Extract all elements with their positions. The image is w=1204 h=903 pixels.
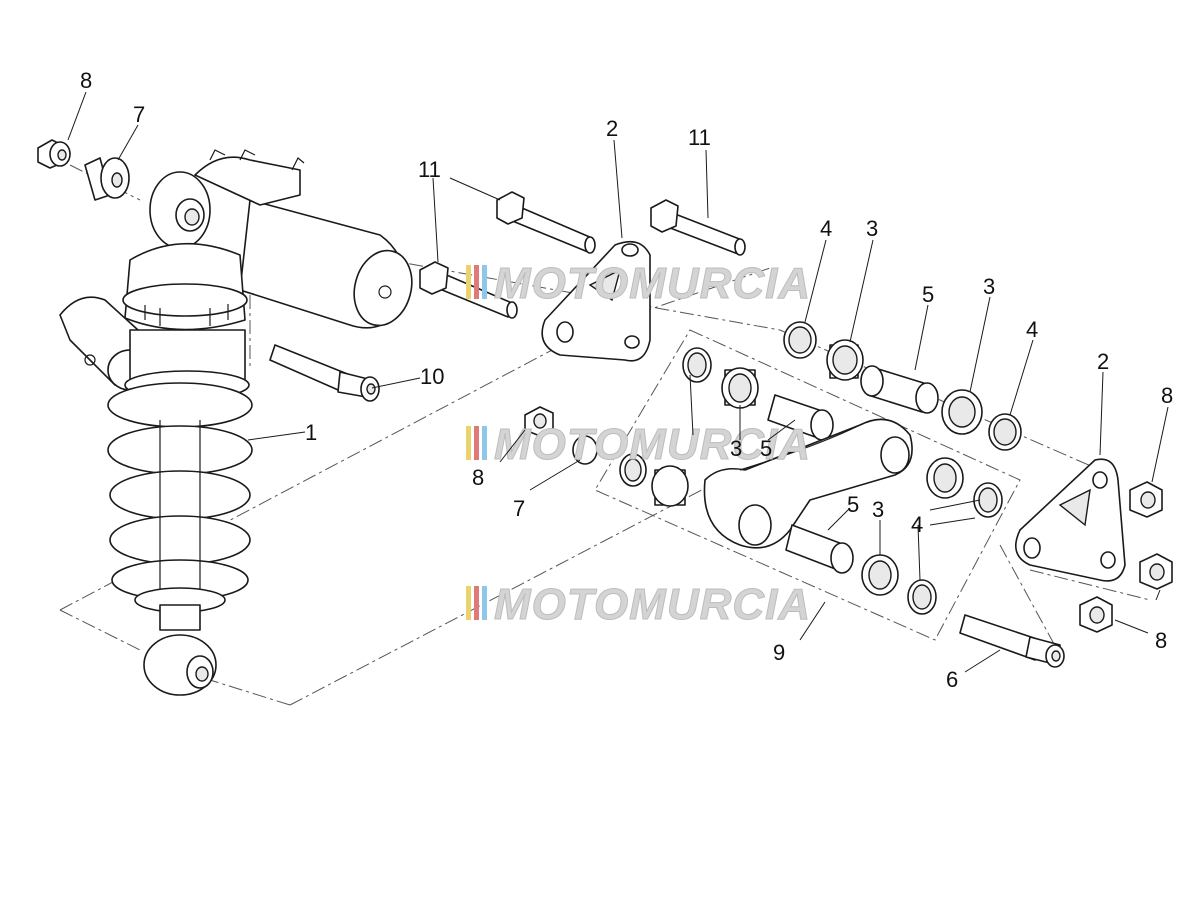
- nut-8-mid: [524, 406, 554, 437]
- watermark-stripe-blue: [482, 586, 487, 620]
- watermark-stripe-blue: [482, 426, 487, 460]
- callout-4-c: 4: [911, 512, 923, 537]
- bush-top-left: [84, 157, 130, 201]
- callout-5-c: 5: [847, 492, 859, 517]
- callout-2-top: 2: [606, 116, 618, 141]
- callout-10: 10: [420, 364, 444, 389]
- callout-11-left: 11: [418, 157, 441, 182]
- seal-ring-4-b: [988, 413, 1022, 451]
- callout-4-a: 4: [820, 216, 832, 241]
- watermark-text: MOTOMURCIA: [494, 580, 811, 629]
- shock-absorber: [59, 149, 413, 696]
- watermark-stripe-yellow: [466, 265, 471, 299]
- bolt-11-right: [650, 199, 746, 256]
- plate-2-top: [541, 240, 651, 362]
- watermark-top: MOTOMURCIA: [466, 259, 811, 309]
- bolt-6: [959, 614, 1065, 668]
- watermark-stripe-yellow: [466, 586, 471, 620]
- callout-3-hidden: 3: [730, 436, 742, 461]
- callout-5-b: 5: [760, 436, 772, 461]
- callout-5-a: 5: [922, 282, 934, 307]
- callout-7-mid: 7: [513, 496, 525, 521]
- watermark-text: MOTOMURCIA: [494, 420, 811, 469]
- watermark-stripe-red: [474, 265, 479, 299]
- callout-7-top: 7: [133, 102, 145, 127]
- callout-3-a: 3: [866, 216, 878, 241]
- callout-8-top: 8: [80, 68, 92, 93]
- watermark-stripe-yellow: [466, 426, 471, 460]
- linkage-set-9: [619, 347, 1003, 615]
- callout-4-b: 4: [1026, 317, 1038, 342]
- bearing-3-b: [941, 389, 983, 435]
- spacer-5-a: [860, 365, 939, 414]
- spring-coils: [107, 382, 253, 601]
- seal-ring-4-a: [783, 321, 817, 359]
- nut-8-right-upper: [1129, 481, 1163, 518]
- nut-8-right-lower: [1079, 596, 1113, 633]
- callout-8-mid: 8: [472, 465, 484, 490]
- callout-3-b: 3: [983, 274, 995, 299]
- nut-8-right-middle: [1139, 553, 1173, 590]
- callout-11-right: 11: [688, 125, 711, 150]
- callout-numbers: 8 7 11 2 11 4 3 5 3 4 2 8 10 1 5 3 8 7 5…: [80, 68, 1173, 692]
- watermark-text: MOTOMURCIA: [494, 259, 811, 308]
- callout-1: 1: [305, 420, 317, 445]
- callout-3-c: 3: [872, 497, 884, 522]
- callout-6: 6: [946, 667, 958, 692]
- watermark-bottom: MOTOMURCIA: [466, 580, 811, 630]
- bolt-11-left-upper: [496, 191, 596, 254]
- callout-9: 9: [773, 640, 785, 665]
- callout-2-right: 2: [1097, 349, 1109, 374]
- bolt-10: [269, 344, 380, 402]
- bearing-3-a: [826, 339, 864, 381]
- callout-8-right: 8: [1161, 383, 1173, 408]
- bush-7-mid: [572, 435, 598, 465]
- watermark-middle: MOTOMURCIA: [466, 420, 811, 470]
- plate-2-right: [1014, 458, 1126, 582]
- leader-lines: [67, 91, 1169, 673]
- callout-8-bottom: 8: [1155, 628, 1167, 653]
- watermark-stripe-blue: [482, 265, 487, 299]
- watermark-stripe-red: [474, 426, 479, 460]
- nut-top-left: [37, 139, 71, 169]
- watermark-stripe-red: [474, 586, 479, 620]
